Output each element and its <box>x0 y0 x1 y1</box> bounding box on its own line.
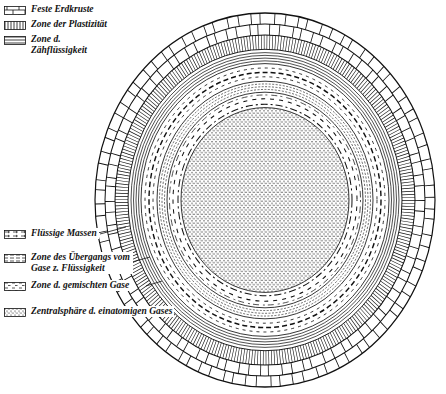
legend-label: Zone d. gemischten Gase <box>29 280 131 291</box>
leader-line <box>132 257 150 262</box>
leader-line <box>146 281 162 286</box>
legend-entry: Feste Erdkruste <box>4 4 96 15</box>
legend-label: Zone des Übergangs vom Gase z. Flüssigke… <box>29 252 133 274</box>
legend-entry: Zone d. Zähflüssigkeit <box>4 34 105 56</box>
legend-entry: Flüssige Massen <box>4 228 99 239</box>
legend-entry: Zone der Plastizität <box>4 19 109 30</box>
leader-line <box>100 227 126 234</box>
legend-swatch <box>4 230 26 239</box>
legend-entry: Zentralsphäre d. einatomigen Gases <box>4 306 174 317</box>
legend-label: Flüssige Massen <box>29 228 99 239</box>
legend-swatch <box>4 254 26 263</box>
legend-label: Feste Erdkruste <box>29 4 96 15</box>
legend-entry: Zone d. gemischten Gase <box>4 280 131 291</box>
legend-swatch <box>4 6 26 15</box>
legend-label: Zone d. Zähflüssigkeit <box>29 34 105 56</box>
legend-swatch <box>4 21 26 30</box>
legend-label: Zentralsphäre d. einatomigen Gases <box>29 306 174 317</box>
legend-swatch <box>4 36 26 45</box>
legend-swatch <box>4 308 26 317</box>
legend-entry: Zone des Übergangs vom Gase z. Flüssigke… <box>4 252 133 274</box>
legend-swatch <box>4 282 26 291</box>
legend-label: Zone der Plastizität <box>29 19 109 30</box>
